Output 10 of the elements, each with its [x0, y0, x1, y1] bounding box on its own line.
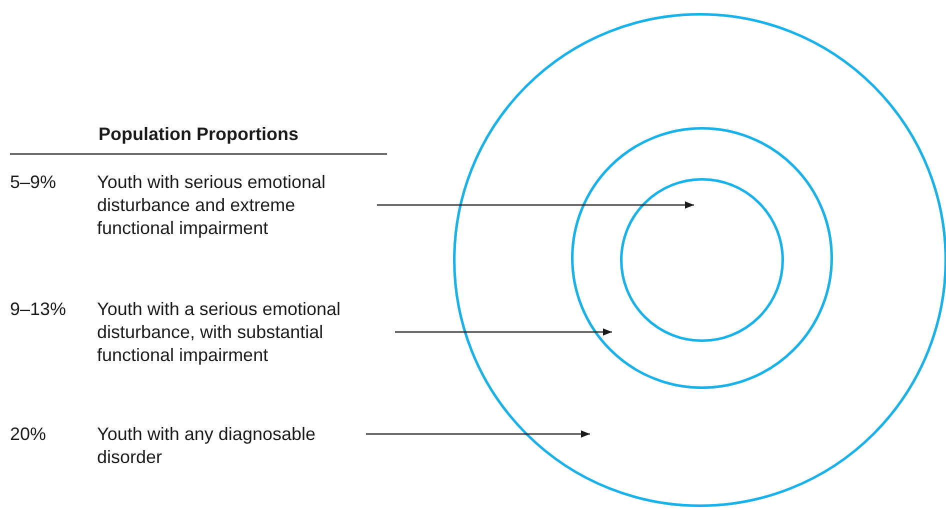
percentage-label: 20% — [10, 423, 46, 446]
description-text: Youth with a serious emotional disturbance, with substantial functional impairment — [97, 298, 342, 367]
percentage-label: 5–9% — [10, 171, 56, 194]
description-text: Youth with any diagnosable disorder — [97, 423, 317, 469]
description-text: Youth with serious emotional disturbance and extreme functional impairment — [97, 171, 326, 240]
leader-arrow — [395, 328, 612, 336]
heading: Population Proportions — [98, 124, 300, 145]
percentage-label: 9–13% — [10, 298, 66, 321]
leader-arrow — [366, 430, 590, 438]
leader-arrow — [377, 201, 694, 209]
